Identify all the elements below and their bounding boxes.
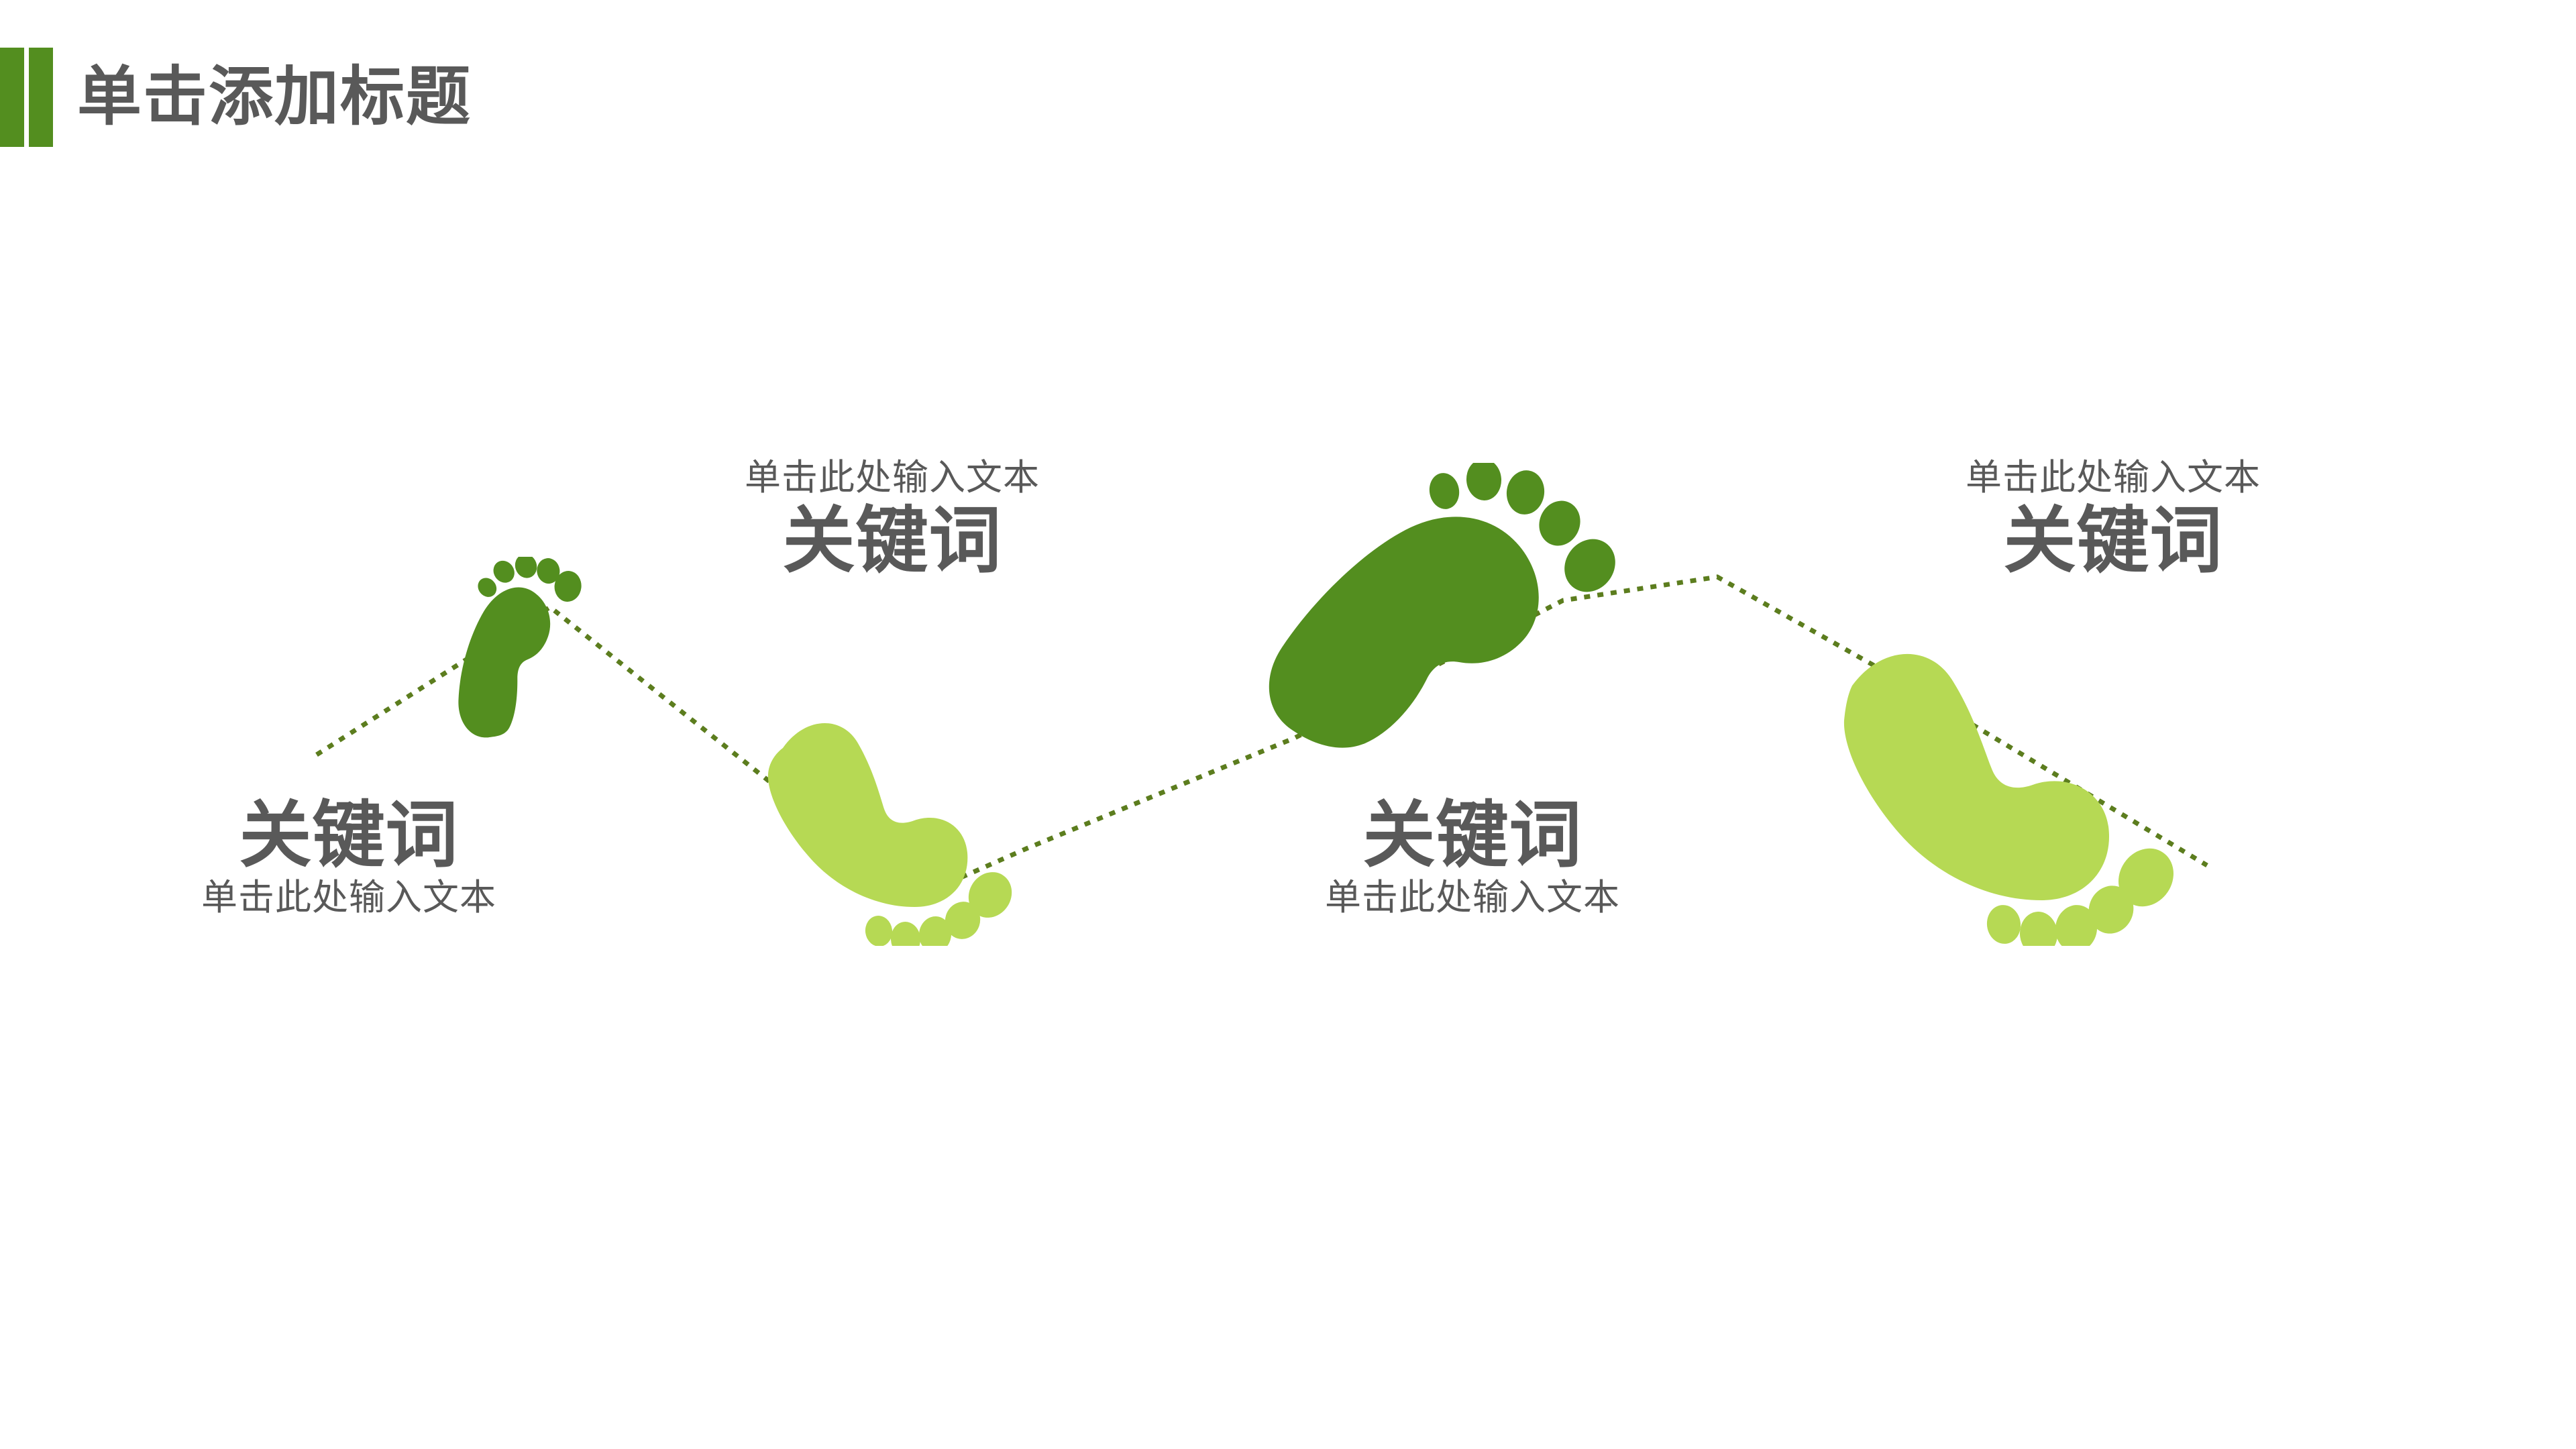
step-3-subtitle[interactable]: 单击此处输入文本 bbox=[1325, 877, 1620, 918]
page-title[interactable]: 单击添加标题 bbox=[77, 61, 472, 133]
step-4-keyword[interactable]: 关键词 bbox=[2003, 499, 2223, 581]
footprint-icon-step-3 bbox=[1269, 463, 1615, 748]
step-1-subtitle[interactable]: 单击此处输入文本 bbox=[201, 877, 496, 918]
step-2-subtitle[interactable]: 单击此处输入文本 bbox=[745, 458, 1040, 498]
title-accent-bar-left bbox=[0, 48, 24, 147]
footprint-icon-step-1 bbox=[458, 557, 582, 738]
step-2-keyword[interactable]: 关键词 bbox=[782, 499, 1002, 581]
footprint-icon-step-2 bbox=[767, 723, 1012, 946]
step-4-subtitle[interactable]: 单击此处输入文本 bbox=[1966, 458, 2261, 498]
title-block: 单击添加标题 bbox=[0, 40, 472, 154]
step-label-group-3: 关键词 单击此处输入文本 bbox=[1325, 794, 1620, 920]
step-3-keyword[interactable]: 关键词 bbox=[1362, 794, 1582, 875]
step-label-group-1: 关键词 单击此处输入文本 bbox=[201, 794, 496, 920]
footprint-icon-step-4 bbox=[1843, 653, 2174, 946]
step-label-group-2: 单击此处输入文本 关键词 bbox=[745, 456, 1040, 582]
title-accent-bar-right bbox=[29, 48, 53, 147]
step-label-group-4: 单击此处输入文本 关键词 bbox=[1966, 456, 2261, 582]
step-1-keyword[interactable]: 关键词 bbox=[239, 794, 459, 875]
